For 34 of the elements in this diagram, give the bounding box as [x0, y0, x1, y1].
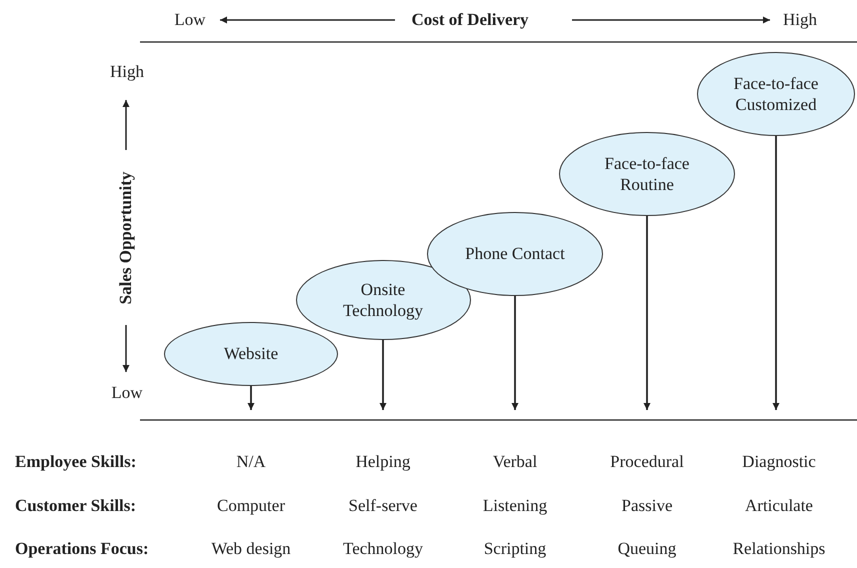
- arrow: [248, 386, 254, 410]
- axis-title: Sales Opportunity: [116, 172, 136, 304]
- label-text: High: [783, 10, 817, 30]
- label-text: Queuing: [618, 539, 676, 559]
- label-text: Customer Skills:: [15, 496, 136, 516]
- label-text: Articulate: [745, 496, 813, 516]
- label-text: Technology: [343, 539, 423, 559]
- label-text: Verbal: [492, 452, 538, 472]
- arrow: [772, 136, 780, 410]
- label-text: Self-serve: [348, 496, 418, 516]
- label-text: High: [110, 62, 144, 82]
- label-text: Computer: [217, 496, 285, 516]
- arrow: [512, 296, 518, 410]
- label-text: Procedural: [610, 452, 684, 472]
- label-text: Employee Skills:: [15, 452, 136, 472]
- label-text: N/A: [236, 452, 266, 472]
- label-text: Scripting: [484, 539, 546, 559]
- label-text: Diagnostic: [742, 452, 816, 472]
- label-text: Passive: [622, 496, 672, 516]
- node-text: Onsite Technology: [342, 278, 424, 322]
- label-text: Web design: [211, 539, 291, 559]
- label-text: Low: [174, 10, 206, 30]
- node-text: Phone Contact: [464, 243, 566, 265]
- label-text: Cost of Delivery: [411, 10, 529, 30]
- label-text: Operations Focus:: [15, 539, 149, 559]
- label-text: Listening: [482, 496, 548, 516]
- label-text: Low: [111, 383, 143, 403]
- arrow: [644, 216, 650, 410]
- node-text: Face-to-face Routine: [604, 152, 690, 196]
- label-text: Relationships: [732, 539, 826, 559]
- node-text: Website: [222, 343, 280, 365]
- label-text: Helping: [356, 452, 410, 472]
- node-text: Face-to-face Customized: [732, 72, 820, 116]
- arrow: [380, 340, 386, 410]
